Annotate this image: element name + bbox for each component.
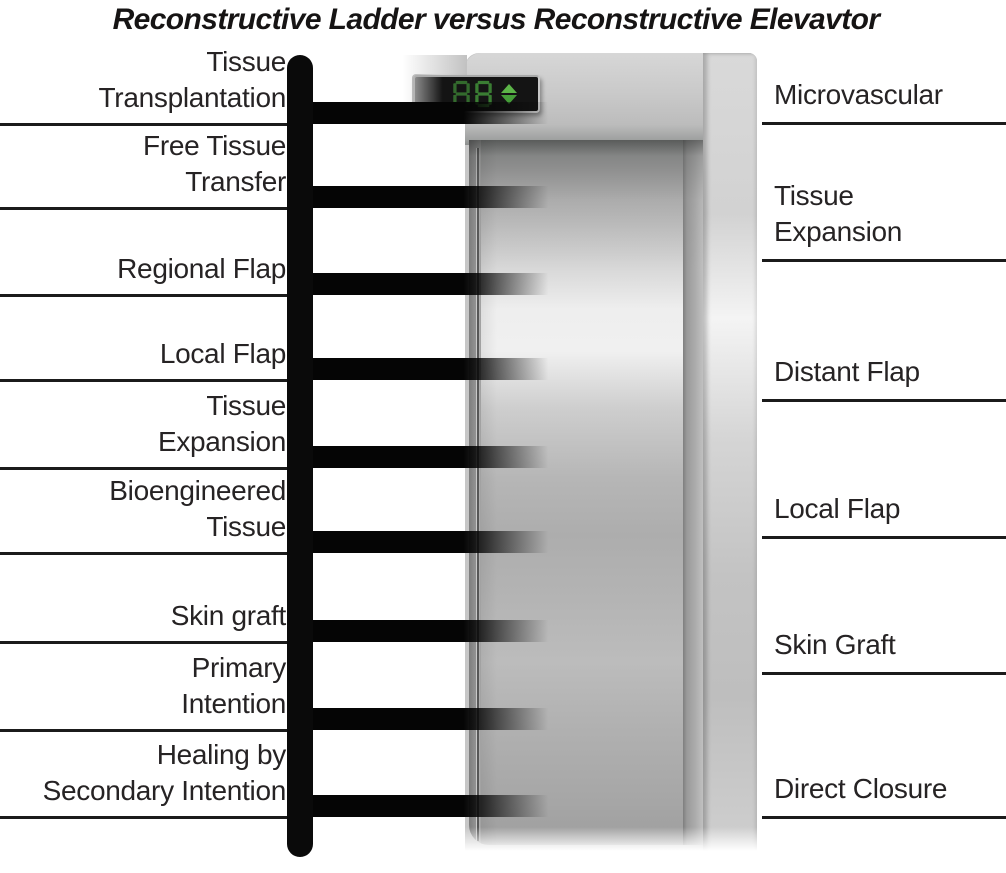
ladder-rung [300, 446, 556, 468]
display-arrows [501, 84, 517, 104]
arrow-up-icon [501, 84, 517, 93]
ladder-separator-line [0, 641, 303, 644]
ladder-separator-line [0, 294, 303, 297]
door-track-line [476, 148, 480, 841]
elevator-separator-line [762, 399, 1006, 402]
ladder-label-regional-flap: Regional Flap [117, 253, 286, 284]
ladder-label-bioengineered-tissue: Bioengineered Tissue [109, 475, 286, 542]
elevator-separator-line [762, 122, 1006, 125]
ladder-label-healing-secondary-intention: Healing by Secondary Intention [42, 739, 287, 806]
ladder-separator-line [0, 729, 303, 732]
elevator-label-direct-closure: Direct Closure [774, 773, 948, 804]
ladder-separator-line [0, 379, 303, 382]
ladder-separator-line [0, 207, 303, 210]
elevator-bottom-fade [465, 827, 757, 857]
elevator-label-distant-flap: Distant Flap [774, 356, 920, 387]
elevator-separator-line [762, 536, 1006, 539]
ladder-rung [300, 795, 556, 817]
elevator-right-wall [703, 53, 757, 857]
ladder-rung [300, 531, 556, 553]
elevator-label-tissue-expansion: Tissue Expansion [774, 180, 903, 247]
ladder-label-tissue-expansion: Tissue Expansion [157, 390, 286, 457]
ladder-separator-line [0, 552, 303, 555]
ladder-rung [300, 273, 556, 295]
elevator-label-local-flap: Local Flap [774, 493, 901, 524]
ladder-separator-line [0, 123, 303, 126]
elevator-label-skin-graft: Skin Graft [774, 629, 896, 660]
ladder-label-local-flap: Local Flap [159, 338, 286, 369]
ladder-rail [287, 55, 313, 857]
door-jamb [683, 140, 703, 845]
ladder-label-free-tissue-transfer: Free Tissue Transfer [143, 130, 286, 197]
ladder-rung [300, 102, 556, 124]
elevator-separator-line [762, 816, 1006, 819]
arrow-down-icon [501, 95, 517, 104]
ladder-separator-line [0, 816, 303, 819]
elevator-separator-line [762, 259, 1006, 262]
ladder-rung [300, 708, 556, 730]
ladder-separator-line [0, 467, 303, 470]
ladder-rung [300, 358, 556, 380]
elevator-door-opening [469, 140, 703, 845]
ladder-label-tissue-transplantation: Tissue Transplantation [98, 46, 287, 113]
elevator-label-microvascular: Microvascular [774, 79, 943, 110]
elevator-separator-line [762, 672, 1006, 675]
elevator-door [481, 140, 683, 845]
ladder-rung [300, 620, 556, 642]
figure-title: Reconstructive Ladder versus Reconstruct… [112, 3, 880, 36]
ladder-label-skin-graft: Skin graft [170, 600, 287, 631]
ladder-label-primary-intention: Primary Intention [181, 652, 286, 719]
ladder-rung [300, 186, 556, 208]
